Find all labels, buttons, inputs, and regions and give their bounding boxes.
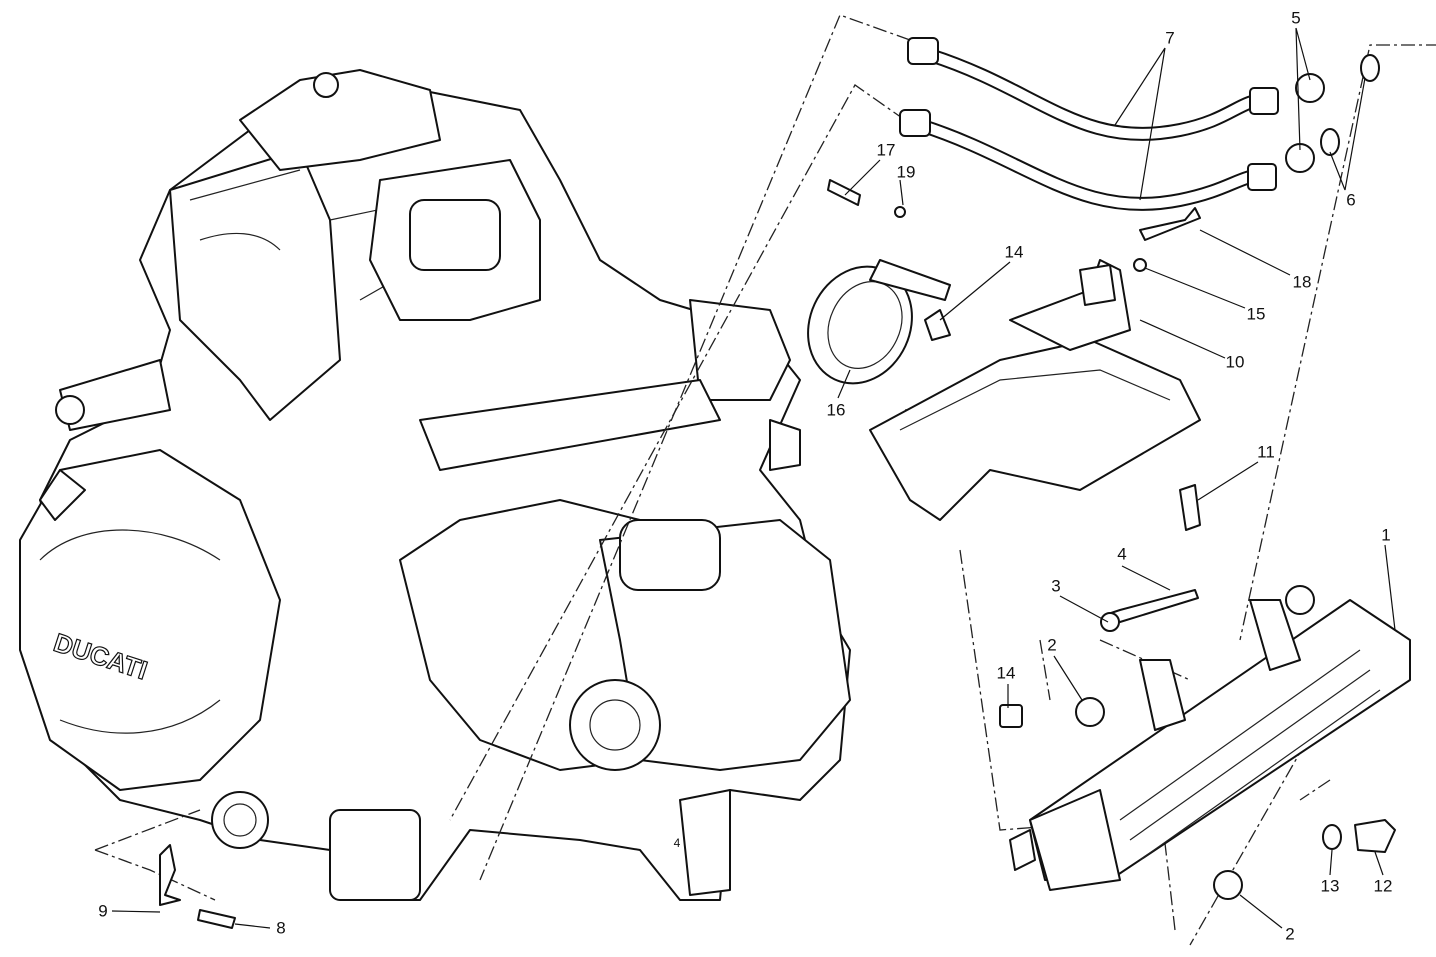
callout-1: 1 (1381, 525, 1391, 545)
callout-9: 9 (98, 901, 108, 921)
callout-12: 12 (1373, 876, 1393, 896)
callout-leaders (111, 27, 1396, 929)
callout-11: 11 (1257, 442, 1275, 462)
callout-2-upper: 2 (1047, 635, 1057, 655)
callout-18: 18 (1292, 272, 1312, 292)
callout-3: 3 (1051, 576, 1061, 596)
oil-hoses (899, 37, 1380, 211)
engine-illustration: DUCATI (19, 69, 851, 901)
callout-8: 8 (276, 918, 286, 938)
oil-cooler (159, 585, 1411, 929)
callout-5: 5 (1291, 8, 1301, 28)
callout-6: 6 (1346, 190, 1356, 210)
callout-17: 17 (876, 140, 896, 160)
callout-10: 10 (1225, 352, 1245, 372)
callout-2-lower: 2 (1285, 924, 1295, 944)
callout-16: 16 (826, 400, 846, 420)
horn-and-bracket (807, 179, 1201, 531)
callout-14-lower: 14 (996, 663, 1016, 683)
callout-19: 19 (896, 162, 916, 182)
callout-4: 4 (1117, 544, 1127, 564)
callout-14-top: 14 (1004, 242, 1024, 262)
callout-15: 15 (1246, 304, 1266, 324)
engine-marking-4: 4 (673, 836, 681, 850)
callout-13: 13 (1320, 876, 1340, 896)
callout-7: 7 (1165, 28, 1175, 48)
